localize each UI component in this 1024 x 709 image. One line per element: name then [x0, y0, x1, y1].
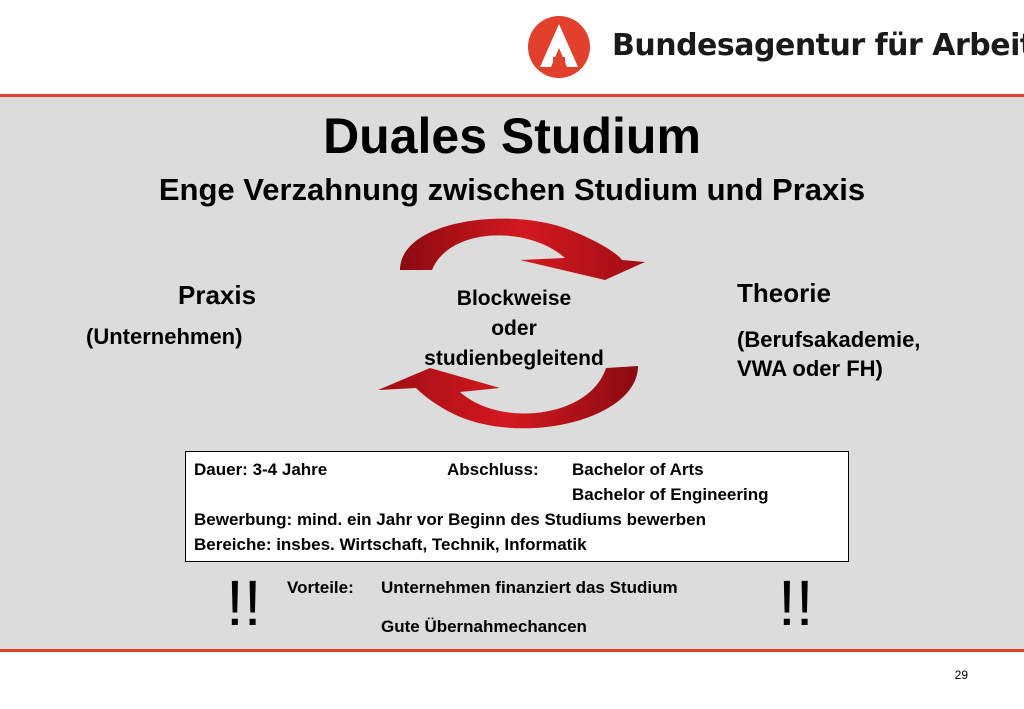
info-abschluss-label: Abschluss:	[447, 460, 539, 479]
info-box	[185, 451, 849, 562]
info-bereiche: Bereiche: insbes. Wirtschaft, Technik, I…	[194, 535, 587, 554]
center-line-1: Blockweise	[456, 287, 572, 310]
praxis-sub: (Unternehmen)	[86, 324, 243, 349]
theorie-sub-line-2: VWA oder FH)	[737, 356, 883, 381]
info-abschluss-1: Bachelor of Arts	[572, 460, 704, 479]
center-line-2: oder	[491, 317, 537, 340]
header: Bundesagentur für Arbeit	[0, 0, 1024, 94]
top-arrow-icon	[400, 218, 645, 280]
exclamation-right: !!	[778, 567, 814, 639]
center-line-3: studienbegleitend	[424, 347, 604, 370]
bottom-arrow-icon	[378, 366, 638, 429]
exclamation-left: !!	[226, 567, 262, 639]
cycle-arrows-icon	[378, 218, 645, 429]
info-bewerbung: Bewerbung: mind. ein Jahr vor Beginn des…	[194, 510, 706, 529]
praxis-heading: Praxis	[178, 280, 257, 310]
footer	[0, 652, 1024, 709]
ba-logo-icon	[528, 16, 590, 78]
brand-name: Bundesagentur für Arbeit	[612, 28, 1024, 63]
footer-divider	[0, 649, 1024, 652]
vorteile-label: Vorteile:	[287, 578, 354, 597]
header-divider	[0, 94, 1024, 97]
theorie-sub-line-1: (Berufsakademie,	[737, 327, 921, 352]
info-abschluss-2: Bachelor of Engineering	[572, 485, 769, 504]
slide-title: Duales Studium	[323, 108, 701, 164]
vorteile-item-1: Unternehmen finanziert das Studium	[381, 578, 678, 597]
theorie-heading: Theorie	[737, 278, 831, 308]
theorie-sub: (Berufsakademie, VWA oder FH)	[737, 325, 920, 383]
info-dauer: Dauer: 3-4 Jahre	[194, 460, 328, 479]
vorteile-item-2: Gute Übernahmechancen	[381, 617, 587, 636]
page-number: 29	[954, 668, 968, 682]
slide-subtitle: Enge Verzahnung zwischen Studium und Pra…	[158, 172, 866, 207]
cycle-center-text: Blockweise oder studienbegleitend	[384, 284, 644, 374]
